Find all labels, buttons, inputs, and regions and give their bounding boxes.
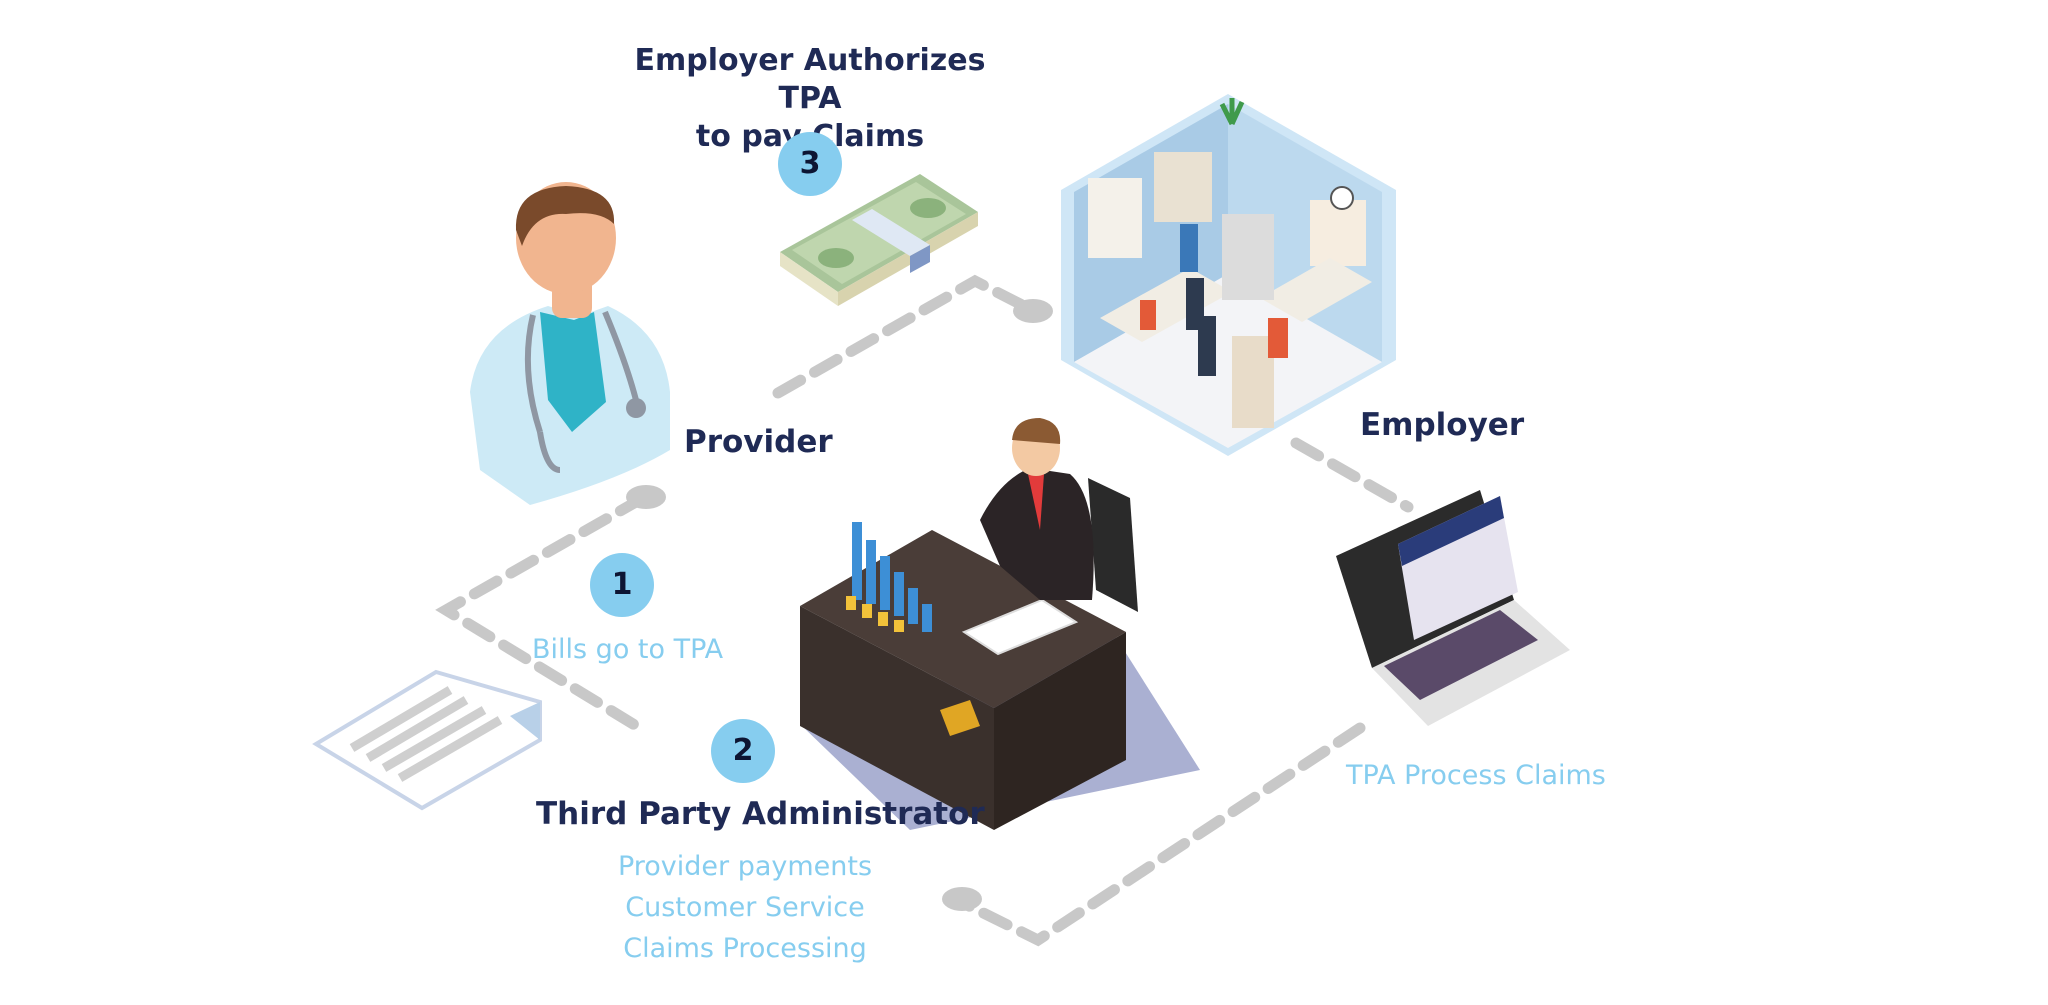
connector-provider-to-cash bbox=[772, 274, 1034, 399]
step-3-title: Employer Authorizes TPA to pay Claims bbox=[634, 43, 986, 154]
tpa-service-item: Provider payments bbox=[617, 851, 873, 882]
tpa-service-item: Customer Service bbox=[625, 892, 865, 923]
step-3-badge: 3 bbox=[778, 132, 842, 196]
tpa-process-label: TPA Process Claims bbox=[1346, 760, 1606, 791]
tpa-service-item: Claims Processing bbox=[623, 933, 867, 964]
connector-endpoints bbox=[626, 299, 1053, 911]
laptop-icon bbox=[1336, 490, 1570, 726]
doctor-illustration bbox=[470, 182, 670, 505]
cash-stack-icon bbox=[780, 174, 978, 306]
step-1-title: Bills go to TPA bbox=[532, 634, 724, 665]
employer-label: Employer bbox=[1360, 407, 1525, 443]
office-illustration bbox=[1061, 94, 1396, 456]
step-1-badge: 1 bbox=[590, 553, 654, 617]
step-2-badge: 2 bbox=[711, 719, 775, 783]
connector-paths bbox=[435, 274, 1414, 947]
connector-laptop-to-tpa bbox=[957, 722, 1366, 947]
tpa-businessman-illustration bbox=[800, 418, 1200, 830]
connector-employer-to-laptop bbox=[1290, 437, 1414, 513]
provider-label: Provider bbox=[684, 424, 833, 460]
step-2-title: Third Party Administrator bbox=[536, 796, 985, 832]
tpa-services-list: Provider payments Customer Service Claim… bbox=[580, 846, 910, 969]
connector-provider-to-document bbox=[435, 492, 649, 733]
document-icon bbox=[312, 669, 542, 811]
